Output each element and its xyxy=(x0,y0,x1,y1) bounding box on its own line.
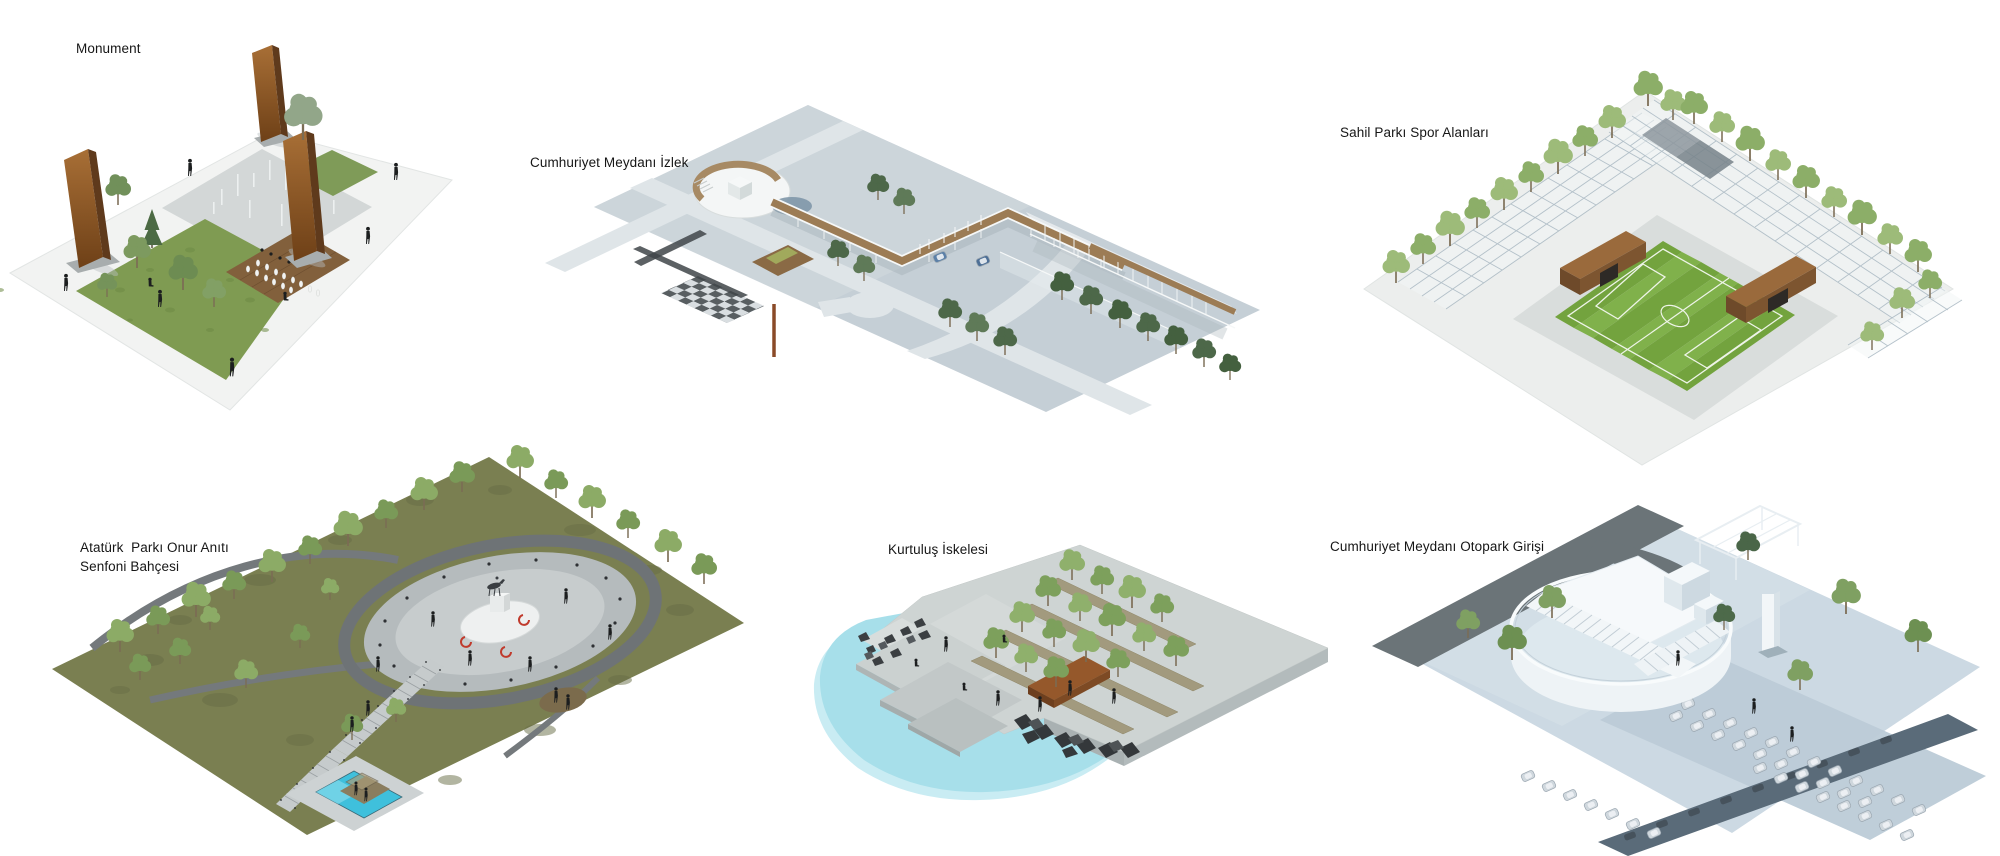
kurtulus-illustration xyxy=(813,544,1329,801)
label-sahil: Sahil Parkı Spor Alanları xyxy=(1340,125,1489,140)
ataturk-illustration xyxy=(52,444,744,835)
sahil-illustration xyxy=(1363,69,1963,466)
label-monument: Monument xyxy=(76,41,141,56)
rock-riprap xyxy=(858,618,1140,758)
sculpture-pieces xyxy=(245,248,321,297)
label-kurtulus: Kurtuluş İskelesi xyxy=(888,542,988,557)
pylon xyxy=(1758,591,1788,658)
parking-structure-circle xyxy=(1509,504,1803,712)
dirt-patch xyxy=(539,687,587,713)
label-otopark: Cumhuriyet Meydanı Otopark Girişi xyxy=(1330,539,1545,554)
lawn xyxy=(0,150,378,380)
crosswalk xyxy=(633,230,764,323)
crescent-motifs xyxy=(460,614,530,658)
honor-monument xyxy=(487,576,510,612)
izlek-illustration xyxy=(545,105,1260,415)
label-izlek: Cumhuriyet Meydanı İzlek xyxy=(530,155,689,170)
pool-garden xyxy=(286,756,424,831)
parking-area xyxy=(1519,656,1986,856)
corten-slabs xyxy=(64,45,332,277)
monument-illustration xyxy=(0,45,453,411)
wooden-pavilions xyxy=(1560,231,1816,323)
otopark-illustration xyxy=(1372,504,1986,856)
soccer-field xyxy=(1555,241,1795,391)
pergola xyxy=(1693,504,1803,580)
